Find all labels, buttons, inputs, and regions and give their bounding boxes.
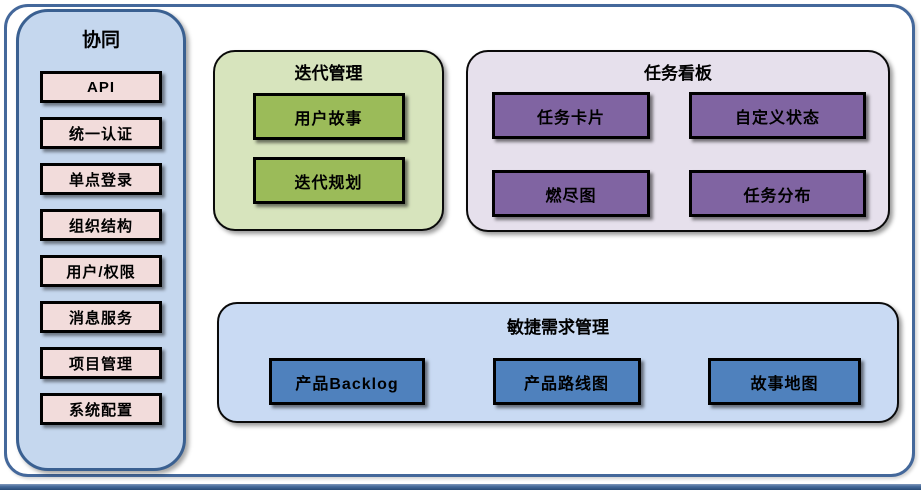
collaboration-item-unified-auth: 统一认证 (40, 117, 162, 149)
collaboration-item-system-config: 系统配置 (40, 393, 162, 425)
iteration-item-list: 用户故事 迭代规划 (215, 93, 442, 204)
kanban-row-2: 燃尽图 任务分布 (468, 170, 888, 217)
iteration-item-iteration-planning: 迭代规划 (252, 157, 405, 204)
panel-collaboration: 协同 API 统一认证 单点登录 组织结构 用户/权限 消息服务 项目管理 系统… (16, 9, 186, 471)
collaboration-item-project-management: 项目管理 (40, 347, 162, 379)
collaboration-item-single-sign-on: 单点登录 (40, 163, 162, 195)
kanban-item-task-distribution: 任务分布 (689, 170, 866, 217)
bottom-edge-line (0, 484, 921, 490)
panel-task-kanban-title: 任务看板 (644, 64, 712, 83)
panel-iteration-title: 迭代管理 (294, 64, 363, 83)
agile-item-story-map: 故事地图 (708, 358, 861, 405)
agile-item-product-roadmap: 产品路线图 (492, 358, 641, 405)
kanban-item-task-card: 任务卡片 (492, 92, 650, 139)
kanban-item-burndown-chart: 燃尽图 (492, 170, 650, 217)
agile-item-product-backlog: 产品Backlog (269, 358, 425, 405)
panel-collaboration-title: 协同 (81, 30, 120, 51)
panel-agile-requirements: 敏捷需求管理 产品Backlog 产品路线图 故事地图 (217, 302, 899, 423)
kanban-item-custom-status: 自定义状态 (689, 92, 866, 139)
iteration-item-user-story: 用户故事 (252, 93, 405, 140)
panel-task-kanban: 任务看板 任务卡片 自定义状态 燃尽图 任务分布 (466, 50, 890, 232)
collaboration-item-user-permission: 用户/权限 (40, 255, 162, 287)
panel-iteration-management: 迭代管理 用户故事 迭代规划 (213, 50, 444, 231)
collaboration-item-message-service: 消息服务 (40, 301, 162, 333)
collaboration-item-org-structure: 组织结构 (40, 209, 162, 241)
collaboration-item-list: API 统一认证 单点登录 组织结构 用户/权限 消息服务 项目管理 系统配置 (19, 71, 183, 425)
agile-item-list: 产品Backlog 产品路线图 故事地图 (219, 358, 897, 405)
panel-agile-requirements-title: 敏捷需求管理 (507, 318, 609, 337)
kanban-row-1: 任务卡片 自定义状态 (468, 92, 888, 139)
collaboration-item-api: API (40, 71, 162, 103)
